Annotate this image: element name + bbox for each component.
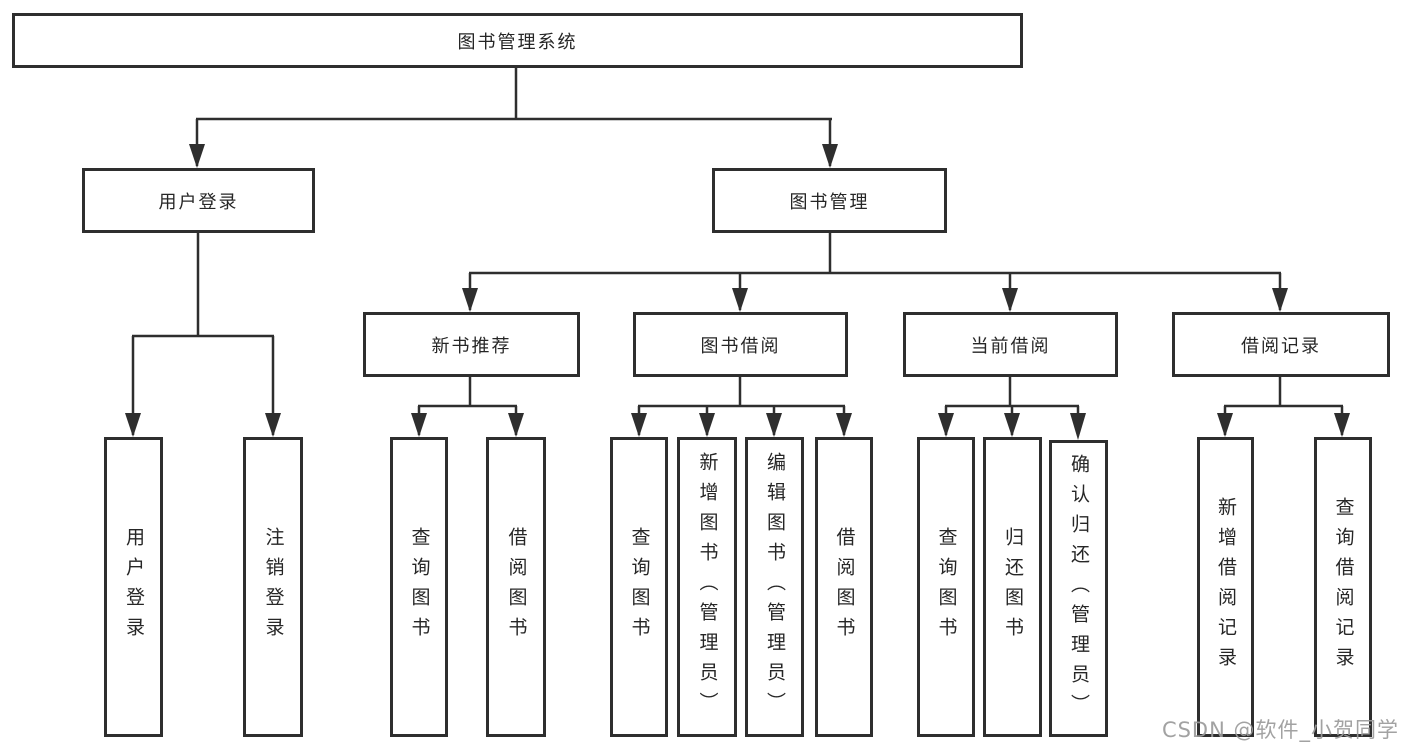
node-label: 注销登录 (262, 527, 285, 647)
arrow-down-icon (462, 288, 478, 312)
arrow-down-icon (265, 413, 281, 437)
node-root: 图书管理系统 (12, 13, 1023, 68)
node-label: 借阅图书 (833, 527, 856, 647)
arrow-down-icon (411, 413, 427, 437)
arrow-down-icon (1070, 413, 1086, 440)
connector-borrowing-records-children (1217, 377, 1350, 437)
connector-new-book-recommend-children (411, 377, 524, 437)
arrow-down-icon (1334, 413, 1350, 437)
leaf-borrow-books-borrowing: 借阅图书 (815, 437, 873, 737)
leaf-edit-book-admin: 编辑图书（管理员） (745, 437, 804, 737)
node-label: 新增借阅记录 (1215, 497, 1237, 677)
connector-user-login-children (125, 233, 281, 437)
arrow-down-icon (1004, 413, 1020, 437)
leaf-confirm-return-admin: 确认归还（管理员） (1049, 440, 1108, 737)
arrow-down-icon (836, 413, 852, 437)
leaf-logout: 注销登录 (243, 437, 303, 737)
node-book-borrowing: 图书借阅 (633, 312, 848, 377)
leaf-query-books-recommend: 查询图书 (390, 437, 448, 737)
connector-book-management-to-level3 (462, 233, 1288, 312)
arrow-down-icon (125, 413, 141, 437)
arrow-down-icon (938, 413, 954, 437)
node-label: 查询借阅记录 (1332, 497, 1355, 677)
arrow-down-icon (732, 288, 748, 312)
node-current-borrowing: 当前借阅 (903, 312, 1118, 377)
node-label: 图书管理系统 (457, 31, 578, 53)
node-label: 编辑图书（管理员） (764, 452, 786, 722)
node-label: 新增图书（管理员） (696, 452, 719, 722)
connector-book-borrowing-children (631, 377, 852, 437)
node-label: 图书借阅 (700, 335, 781, 357)
arrow-down-icon (1217, 413, 1233, 437)
node-borrowing-records: 借阅记录 (1172, 312, 1390, 377)
leaf-add-book-admin: 新增图书（管理员） (677, 437, 737, 737)
node-user-login: 用户登录 (82, 168, 315, 233)
connector-current-borrowing-children (938, 377, 1086, 440)
node-label: 新书推荐 (431, 335, 512, 357)
leaf-query-books-current: 查询图书 (917, 437, 975, 737)
leaf-query-borrow-record: 查询借阅记录 (1314, 437, 1372, 737)
node-label: 查询图书 (408, 527, 431, 647)
node-new-book-recommend: 新书推荐 (363, 312, 580, 377)
node-label: 用户登录 (123, 527, 145, 647)
leaf-user-login: 用户登录 (104, 437, 163, 737)
leaf-borrow-books-recommend: 借阅图书 (486, 437, 546, 737)
node-label: 借阅图书 (505, 527, 528, 647)
node-label: 确认归还（管理员） (1068, 453, 1090, 724)
arrow-down-icon (189, 144, 205, 168)
node-label: 借阅记录 (1241, 335, 1321, 357)
arrow-down-icon (1002, 288, 1018, 312)
node-label: 图书管理 (789, 191, 870, 213)
node-label: 查询图书 (628, 527, 651, 647)
arrow-down-icon (631, 413, 647, 437)
node-label: 查询图书 (935, 527, 958, 647)
node-label: 归还图书 (1002, 527, 1024, 647)
leaf-query-books-borrowing: 查询图书 (610, 437, 668, 737)
node-book-management: 图书管理 (712, 168, 947, 233)
node-label: 当前借阅 (970, 335, 1051, 357)
leaf-add-borrow-record: 新增借阅记录 (1197, 437, 1254, 737)
arrow-down-icon (508, 413, 524, 437)
arrow-down-icon (699, 413, 715, 437)
leaf-return-books: 归还图书 (983, 437, 1042, 737)
watermark: CSDN @软件_小贺同学 (1161, 718, 1399, 742)
arrow-down-icon (766, 413, 782, 437)
arrow-down-icon (822, 144, 838, 168)
node-label: 用户登录 (158, 191, 239, 213)
connector-root-to-level2 (189, 68, 838, 168)
arrow-down-icon (1272, 288, 1288, 312)
